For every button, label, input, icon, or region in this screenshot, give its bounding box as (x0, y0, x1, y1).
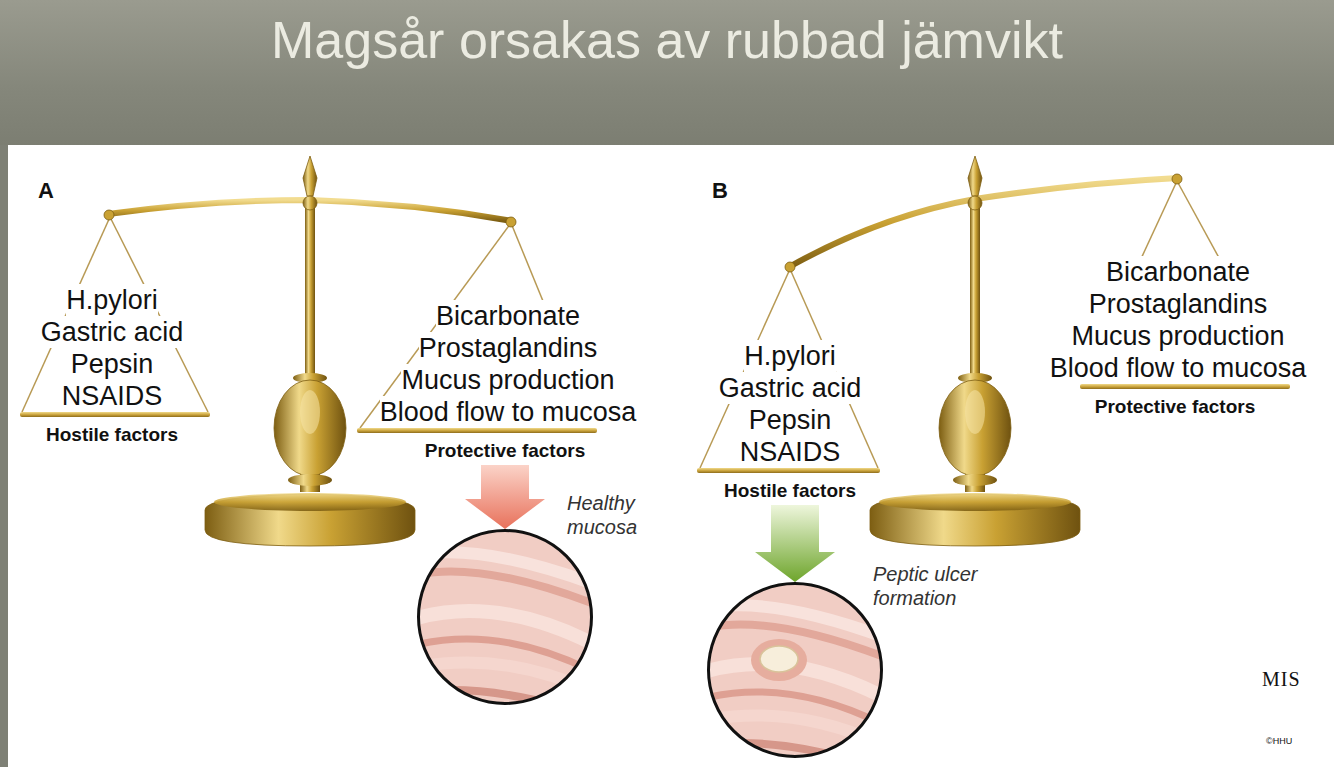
block-arrow (465, 465, 545, 529)
copyright-mark: ©HHU (1266, 736, 1292, 746)
factor-item: Mucus production (401, 364, 614, 396)
factor-item: Prostaglandins (419, 332, 598, 364)
factor-item: Blood flow to mucosa (1050, 352, 1307, 384)
group-heading: Protective factors (1095, 396, 1256, 418)
factor-item: Gastric acid (719, 372, 862, 404)
factor-item: Pepsin (71, 348, 154, 380)
factor-item: Mucus production (1071, 320, 1284, 352)
group-heading: Hostile factors (46, 424, 178, 446)
group-heading: Protective factors (425, 440, 586, 462)
pan-plate (1080, 384, 1290, 389)
pan-plate (20, 412, 210, 417)
factor-item: H.pylori (744, 340, 836, 372)
panel-letter: B (712, 178, 728, 204)
panel-letter: A (38, 178, 54, 204)
pan-plate (357, 428, 597, 433)
scale-pan: BicarbonateProstaglandinsMucus productio… (357, 300, 640, 462)
ulcer-illustration (707, 582, 883, 758)
logo-mark: MIS (1262, 668, 1301, 690)
scale-pan: H.pyloriGastric acidPepsinNSAIDS Hostile … (697, 340, 880, 502)
factor-item: H.pylori (66, 284, 158, 316)
group-heading: Hostile factors (724, 480, 856, 502)
caption-label: Peptic ulcer formation (873, 562, 1008, 610)
factor-item: Gastric acid (41, 316, 184, 348)
slide-title: Magsår orsakas av rubbad jämvikt (0, 10, 1334, 70)
factor-item: Pepsin (749, 404, 832, 436)
factor-item: Prostaglandins (1089, 288, 1268, 320)
factor-item: Blood flow to mucosa (380, 396, 637, 428)
mucosa-circle: Healthy mucosa (417, 529, 593, 705)
block-arrow (755, 505, 835, 582)
factor-item: NSAIDS (62, 380, 163, 412)
factor-item: Bicarbonate (436, 300, 580, 332)
scale-pan: H.pyloriGastric acidPepsinNSAIDS Hostile … (20, 284, 210, 446)
mucosa-illustration (417, 529, 593, 705)
factor-item: Bicarbonate (1106, 256, 1250, 288)
caption-label: Healthy mucosa (567, 491, 667, 539)
scale-pan: BicarbonateProstaglandinsMucus productio… (1046, 256, 1311, 418)
factor-item: NSAIDS (740, 436, 841, 468)
pan-plate (697, 468, 880, 473)
white-panel (8, 145, 1334, 767)
title-band: Magsår orsakas av rubbad jämvikt (0, 0, 1334, 145)
mucosa-circle: Peptic ulcer formation (707, 582, 883, 758)
